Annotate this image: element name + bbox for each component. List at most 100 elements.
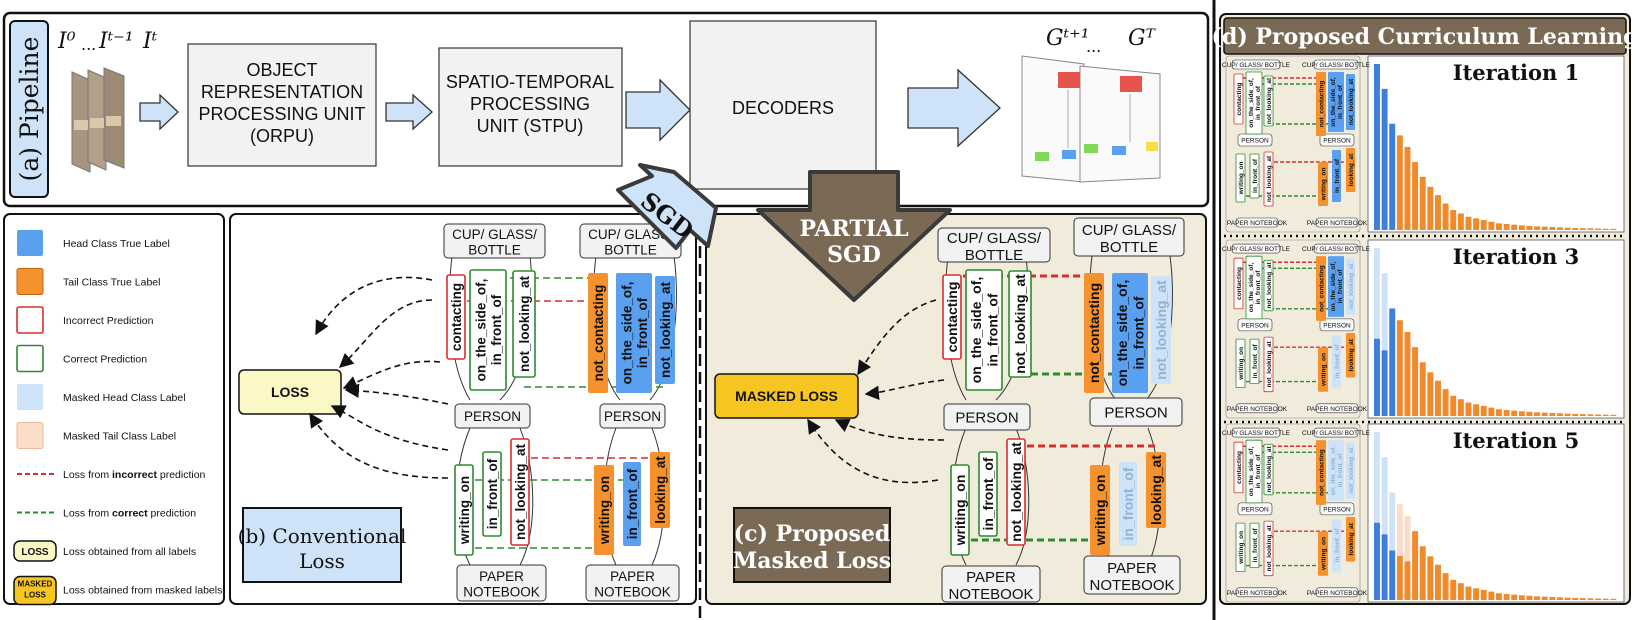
iteration-label: Iteration 1 xyxy=(1453,60,1579,85)
bar xyxy=(1404,147,1411,230)
bar xyxy=(1526,225,1533,230)
stpu-box xyxy=(438,47,623,167)
bar xyxy=(1381,534,1388,600)
legend-label-bold: correct xyxy=(112,508,148,520)
bar xyxy=(1465,586,1472,600)
bar xyxy=(1503,409,1510,416)
mini-pred-top-0-box xyxy=(1233,257,1244,310)
iteration-chart-bg xyxy=(1367,55,1625,233)
partial-sgd-line-1: PARTIAL xyxy=(799,216,908,242)
pred-top-not-looking-box xyxy=(1008,270,1032,378)
cup-node-left-line-1: CUP/ GLASS/ xyxy=(947,230,1042,247)
mini-pred-bottom-0: writing_on xyxy=(1238,347,1245,381)
true-top-not-contacting-box xyxy=(588,273,608,393)
bar xyxy=(1412,161,1419,230)
mini-person-left: PERSON xyxy=(1241,322,1269,329)
mini-person-right-box xyxy=(1319,502,1355,516)
bar xyxy=(1389,550,1396,600)
pred-bottom-front: in_front_of xyxy=(980,457,996,530)
pipeline-arrows xyxy=(139,68,1001,148)
pred-bottom-writing: writing_on xyxy=(952,475,968,547)
bar xyxy=(1465,402,1472,416)
arrow-4 xyxy=(907,68,1001,148)
conventional-loss-box xyxy=(238,369,342,415)
mini-pred-top-1-box xyxy=(1245,255,1263,320)
orpu-line-2: REPRESENTATION xyxy=(201,82,363,102)
mini-true-bottom-0: writing_on xyxy=(1320,168,1327,202)
true-bottom-writing: writing_on xyxy=(597,476,612,545)
true-bottom-front-box xyxy=(1119,462,1137,546)
mini-pred-bottom-1-box xyxy=(1249,522,1260,569)
bar xyxy=(1488,221,1495,230)
pred-bottom-not-looking: not_looking_at xyxy=(1008,442,1024,542)
bar xyxy=(1595,228,1602,230)
bar xyxy=(1518,595,1525,600)
bar xyxy=(1435,380,1441,416)
pred-bottom-front: in_front_of xyxy=(485,458,500,529)
mini-true-bottom-1: in_front_of xyxy=(1334,344,1341,379)
bar xyxy=(1511,594,1518,600)
bar xyxy=(1457,583,1464,600)
cup-node-left-box xyxy=(937,227,1051,263)
bar xyxy=(1587,414,1594,416)
output-label-T: Gᵀ xyxy=(1128,26,1157,51)
mini-true-bottom-0-box xyxy=(1318,347,1328,392)
legend-swatch-correct xyxy=(16,344,44,373)
true-top-side-front-line-1: on_the_side_of, xyxy=(619,282,634,385)
mini-cup-right-box xyxy=(1313,59,1359,70)
mini-true-bottom-1-box xyxy=(1332,150,1341,202)
mini-true-top-0: not_contacting xyxy=(1318,449,1325,496)
mini-pred-top-1-line-2: in_front_of xyxy=(1255,270,1262,305)
legend-swatch-masked-loss xyxy=(13,575,57,606)
bar xyxy=(1412,531,1419,600)
mini-pred-bottom-0-box xyxy=(1235,522,1246,573)
mini-person-left: PERSON xyxy=(1241,138,1269,145)
loss-arrow xyxy=(315,276,433,336)
bar-masked-part xyxy=(1389,492,1396,551)
mini-pred-top-1-line-2: in_front_of xyxy=(1255,85,1262,120)
mini-pred-bottom-0-box xyxy=(1235,338,1246,389)
mini-pred-top-3-box xyxy=(1263,259,1274,312)
pred-top-side-front-line-2: in_front_of xyxy=(984,293,1000,366)
partial-sgd-arrow: PARTIAL SGD xyxy=(756,170,952,302)
output-label-dots: ... xyxy=(1086,37,1101,56)
output-label-t-plus-1: Gᵗ⁺¹ xyxy=(1046,26,1089,51)
legend-label: Correct Prediction xyxy=(63,354,147,366)
mini-pred-top-1-line-1: on_the_side_of, xyxy=(1248,263,1255,313)
paper-node-left-line-1: PAPER xyxy=(479,569,524,584)
mini-pred-bottom-1-box xyxy=(1249,153,1260,199)
mini-true-top-1-box xyxy=(1328,440,1344,501)
mini-true-bottom-2: looking_at xyxy=(1348,522,1355,555)
bar xyxy=(1396,555,1403,600)
mini-pred-bottom-2: not_looking_at xyxy=(1266,340,1273,387)
masked-title-box xyxy=(733,507,891,583)
bar xyxy=(1435,564,1441,600)
pred-top-not-looking: not_looking_at xyxy=(1012,274,1028,374)
mini-paper-left: PAPER NOTEBOOK xyxy=(1227,220,1288,227)
bar xyxy=(1404,561,1411,600)
bar xyxy=(1488,591,1495,600)
legend-label-pre: Loss from xyxy=(63,508,112,520)
mini-true-top-1-line-1: on_the_side_of, xyxy=(1330,446,1337,496)
loss-arrow xyxy=(864,379,945,400)
bar xyxy=(1579,598,1586,600)
person-node-right-box xyxy=(1089,397,1183,427)
legend-swatch-loss xyxy=(13,540,57,562)
bar xyxy=(1564,597,1571,600)
masked-title-line-1: (c) Proposed xyxy=(734,521,891,547)
true-top-side-front-line-2: in_front_of xyxy=(1130,296,1146,369)
mini-pred-top-3-box xyxy=(1263,75,1274,127)
conventional-title-line-2: Loss xyxy=(299,549,345,573)
pred-bottom-not-looking: not_looking_at xyxy=(513,444,528,541)
cup-node-right-box xyxy=(1073,217,1185,257)
mini-true-top-0: not_contacting xyxy=(1318,81,1325,128)
arrow-2 xyxy=(385,93,433,131)
mini-true-top-3-box xyxy=(1346,74,1355,130)
cup-node-left-line-1: CUP/ GLASS/ xyxy=(452,227,537,242)
bar xyxy=(1557,597,1563,600)
true-bottom-looking-box xyxy=(1146,452,1166,528)
paper-node-left-box xyxy=(456,564,547,602)
mini-cup-left-box xyxy=(1231,427,1281,438)
pred-top-contacting-box xyxy=(446,274,466,360)
mini-true-top-1-box xyxy=(1328,72,1344,132)
